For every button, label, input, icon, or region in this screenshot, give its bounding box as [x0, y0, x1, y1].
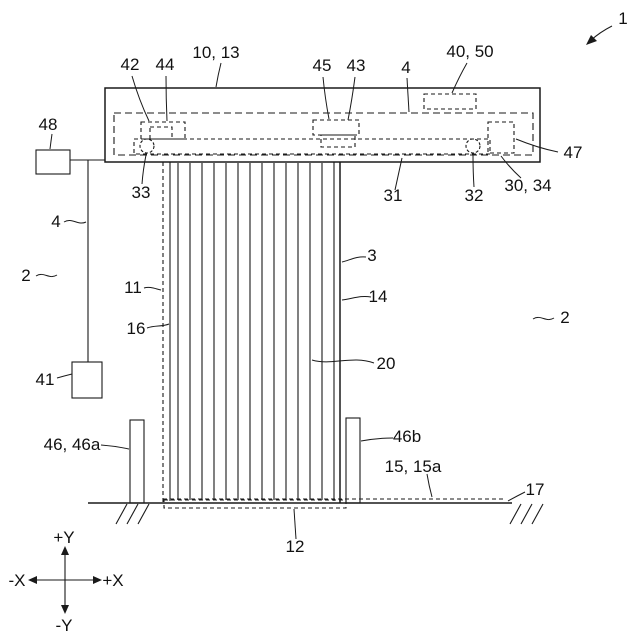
leader-33 — [141, 154, 147, 185]
leader-15-15a — [426, 473, 433, 498]
leader-46b — [360, 437, 394, 442]
leader-16 — [146, 323, 170, 329]
supports — [129, 417, 361, 504]
label-15-15a: 15, 15a — [385, 457, 442, 476]
leader-30-34 — [500, 155, 522, 179]
leader-41 — [56, 373, 73, 379]
label-11: 11 — [124, 278, 142, 297]
axis-label-plus-x: +X — [102, 571, 123, 590]
label-41: 41 — [36, 370, 55, 389]
leader-31 — [394, 157, 403, 191]
label-2-right: 2 — [560, 308, 569, 327]
axis-label-minus-y: -Y — [56, 616, 73, 635]
component-42-outline — [149, 126, 173, 140]
right-dashed-roller — [465, 138, 481, 154]
leader-47 — [515, 138, 559, 153]
label-43: 43 — [347, 56, 366, 75]
label-40-50: 40, 50 — [446, 42, 493, 61]
squiggle-2-right — [532, 316, 555, 321]
label-46-46a: 46, 46a — [44, 435, 101, 454]
ground-hatch-left — [115, 503, 150, 525]
leader-4-left — [63, 219, 87, 224]
top-housing — [104, 87, 541, 163]
label-10-13: 10, 13 — [192, 43, 239, 62]
label-42: 42 — [121, 55, 140, 74]
leader-3 — [341, 256, 367, 263]
left-assembly — [35, 149, 105, 399]
stack-plate-lines — [177, 163, 323, 500]
label-44: 44 — [156, 55, 175, 74]
leader-44 — [165, 75, 168, 122]
leader-12 — [293, 508, 297, 540]
support-46a — [129, 419, 145, 504]
leader-46-46a — [100, 444, 130, 450]
unit-48-box — [35, 149, 71, 175]
ground-hatch-right — [509, 503, 544, 525]
leader-4-top — [406, 77, 410, 113]
axis-arrow-minus-y — [61, 605, 69, 614]
label-17: 17 — [526, 480, 545, 499]
leader-10-13 — [215, 62, 222, 88]
base-dashed-zone-12 — [163, 499, 347, 509]
component-44-outline — [140, 121, 186, 140]
labels: 1 10, 13 42 44 45 43 4 40, 50 48 47 33 3… — [21, 9, 627, 556]
inner-dashed-rail — [133, 138, 491, 155]
label-2-left: 2 — [21, 266, 30, 285]
label-32: 32 — [465, 186, 484, 205]
label-1: 1 — [618, 9, 627, 28]
unit-41-box — [71, 361, 103, 399]
label-4-top: 4 — [401, 58, 410, 77]
leader-32 — [472, 154, 475, 188]
squiggle-2-left — [35, 273, 58, 278]
label-4-left: 4 — [51, 212, 60, 231]
label-48: 48 — [39, 115, 58, 134]
label-20: 20 — [377, 354, 396, 373]
component-30-34-outline — [487, 121, 515, 154]
leader-43 — [347, 76, 356, 121]
leader-14 — [341, 295, 372, 301]
dashed-band — [113, 112, 534, 156]
label-12: 12 — [286, 537, 305, 556]
label-47: 47 — [564, 143, 583, 162]
support-46b — [345, 417, 361, 504]
leader-40-50 — [451, 62, 468, 94]
arrowhead-1 — [586, 35, 597, 45]
base-plate — [88, 498, 544, 525]
column-stack — [162, 162, 341, 503]
housing-outline — [104, 87, 541, 163]
label-33: 33 — [132, 183, 151, 202]
leader-45 — [322, 76, 330, 120]
label-30-34: 30, 34 — [504, 176, 551, 195]
component-40-50-outline — [423, 93, 477, 110]
axis-arrow-minus-x — [28, 576, 37, 584]
component-45-outline — [312, 119, 360, 136]
axis-arrow-plus-y — [61, 546, 69, 555]
axis-label-minus-x: -X — [9, 571, 26, 590]
label-16: 16 — [127, 319, 146, 338]
label-14: 14 — [369, 287, 388, 306]
component-43-outline — [320, 134, 356, 148]
leader-48 — [49, 133, 53, 150]
label-31: 31 — [384, 186, 403, 205]
label-46b: 46b — [393, 427, 421, 446]
axis-label-plus-y: +Y — [53, 528, 74, 547]
leader-20 — [311, 359, 375, 364]
axis-indicator: +Y -Y -X +X — [9, 528, 124, 635]
leader-11 — [143, 286, 162, 291]
label-3: 3 — [367, 246, 376, 265]
leader-lines — [35, 25, 613, 540]
leader-42 — [131, 75, 150, 122]
left-dashed-roller — [139, 138, 155, 154]
axis-arrow-plus-x — [93, 576, 102, 584]
leader-17 — [507, 491, 526, 502]
label-45: 45 — [313, 56, 332, 75]
